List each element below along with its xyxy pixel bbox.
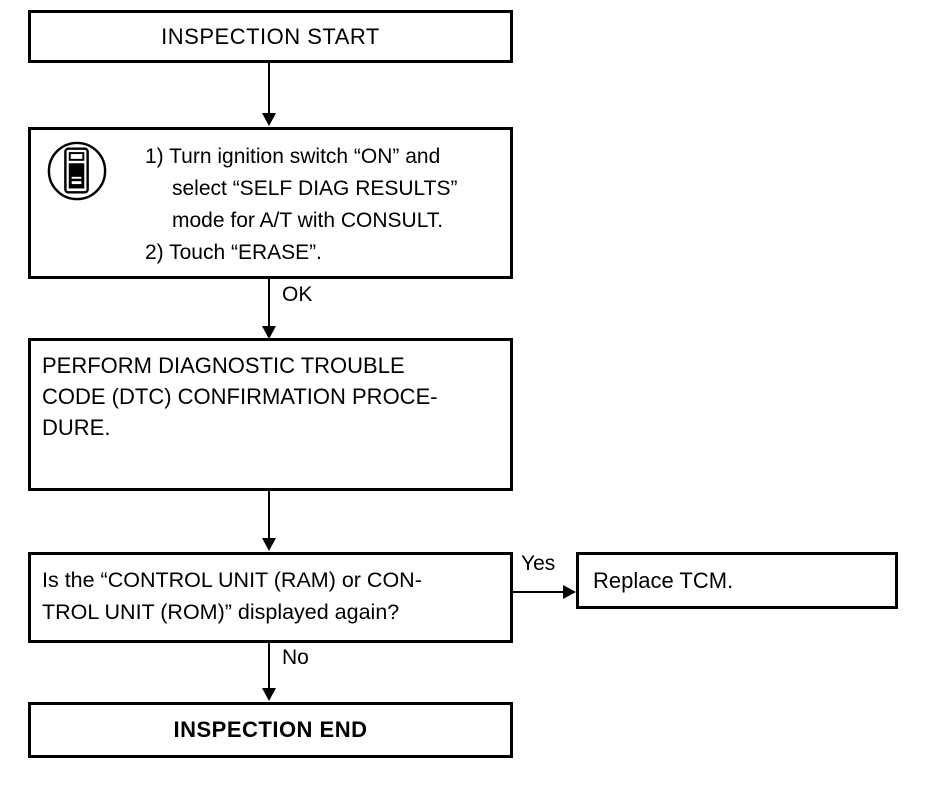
connector-start-to-consult xyxy=(268,63,270,114)
arrowhead-down-icon xyxy=(262,113,276,126)
perform-line-3: DURE. xyxy=(42,415,111,440)
edge-label-ok: OK xyxy=(280,283,315,307)
inspection-end-label: INSPECTION END xyxy=(173,717,368,742)
inspection-start-box: INSPECTION START xyxy=(28,10,513,63)
consult-step-2: 2) Touch “ERASE”. xyxy=(145,241,323,264)
edge-label-yes: Yes xyxy=(519,552,558,576)
perform-line-2: CODE (DTC) CONFIRMATION PROCE- xyxy=(42,384,438,409)
arrowhead-down-icon xyxy=(262,688,276,701)
replace-tcm-box: Replace TCM. xyxy=(576,552,898,609)
arrowhead-down-icon xyxy=(262,326,276,339)
inspection-end-box: INSPECTION END xyxy=(28,702,513,758)
edge-label-no: No xyxy=(280,646,311,670)
connector-decision-to-replace xyxy=(513,591,564,593)
consult-instruction-text: 1) Turn ignition switch “ON” and select … xyxy=(145,141,458,269)
arrowhead-right-icon xyxy=(563,585,576,599)
consult-instruction-box: 1) Turn ignition switch “ON” and select … xyxy=(28,127,513,279)
consult-step-1-line-3: mode for A/T with CONSULT. xyxy=(172,209,444,232)
replace-tcm-label: Replace TCM. xyxy=(593,567,734,593)
connector-perform-to-decision xyxy=(268,491,270,540)
arrowhead-down-icon xyxy=(262,538,276,551)
connector-decision-to-end xyxy=(268,643,270,690)
decision-line-1: Is the “CONTROL UNIT (RAM) or CON- xyxy=(42,568,422,592)
connector-consult-to-perform xyxy=(268,279,270,328)
consult-tool-icon xyxy=(47,141,107,201)
decision-line-2: TROL UNIT (ROM)” displayed again? xyxy=(42,600,400,624)
perform-line-1: PERFORM DIAGNOSTIC TROUBLE xyxy=(42,353,405,378)
perform-dtc-box: PERFORM DIAGNOSTIC TROUBLE CODE (DTC) CO… xyxy=(28,338,513,491)
decision-box: Is the “CONTROL UNIT (RAM) or CON- TROL … xyxy=(28,552,513,643)
inspection-start-label: INSPECTION START xyxy=(161,23,380,49)
consult-step-1-line-2: select “SELF DIAG RESULTS” xyxy=(172,177,458,200)
consult-step-1-line-1: 1) Turn ignition switch “ON” and xyxy=(145,145,441,168)
